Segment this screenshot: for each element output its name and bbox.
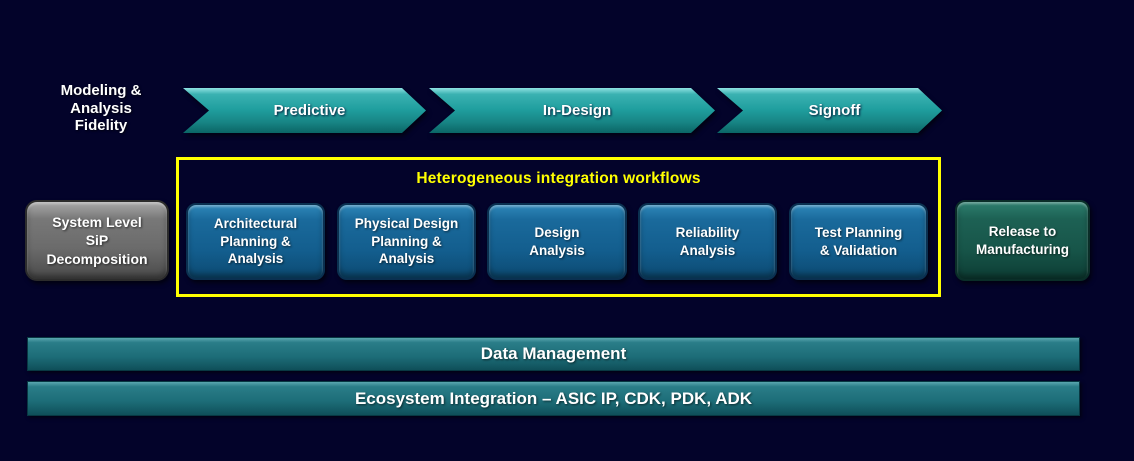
box-system-level-sip-decomposition: System Level SiP Decomposition xyxy=(25,200,169,281)
arrow-signoff-label: Signoff xyxy=(808,102,861,119)
box-label: Physical Design Planning & Analysis xyxy=(354,216,459,267)
box-label: Release to Manufacturing xyxy=(976,223,1069,257)
box-physical-design-planning-analysis: Physical Design Planning & Analysis xyxy=(337,203,476,280)
workflow-group-box: Heterogeneous integration workflows xyxy=(176,157,941,297)
bar-data-management: Data Management xyxy=(27,337,1080,371)
box-label: Architectural Planning & Analysis xyxy=(213,216,298,267)
box-label: System Level SiP Decomposition xyxy=(46,214,148,267)
box-test-planning-validation: Test Planning & Validation xyxy=(789,203,928,280)
box-design-analysis: Design Analysis xyxy=(487,203,627,280)
chevron-arrow-shape: In-Design xyxy=(429,88,715,133)
box-architectural-planning-analysis: Architectural Planning & Analysis xyxy=(186,203,325,280)
box-label: Test Planning & Validation xyxy=(814,224,903,258)
box-label: Reliability Analysis xyxy=(675,224,740,258)
box-label: Design Analysis xyxy=(529,224,585,258)
box-reliability-analysis: Reliability Analysis xyxy=(638,203,777,280)
arrow-in-design-label: In-Design xyxy=(542,102,612,119)
arrow-predictive: Predictive xyxy=(183,88,426,133)
workflow-group-title: Heterogeneous integration workflows xyxy=(416,170,701,187)
box-release-to-manufacturing: Release to Manufacturing xyxy=(955,200,1090,281)
chevron-arrow-shape: Predictive xyxy=(183,88,426,133)
fidelity-axis-label: Modeling & Analysis Fidelity xyxy=(60,82,142,135)
bar-label: Ecosystem Integration – ASIC IP, CDK, PD… xyxy=(354,388,753,408)
arrow-predictive-label: Predictive xyxy=(273,102,346,119)
bar-ecosystem-integration: Ecosystem Integration – ASIC IP, CDK, PD… xyxy=(27,381,1080,416)
bar-label: Data Management xyxy=(480,344,627,363)
arrow-signoff: Signoff xyxy=(717,88,942,133)
chevron-arrow-shape: Signoff xyxy=(717,88,942,133)
arrow-in-design: In-Design xyxy=(429,88,715,133)
